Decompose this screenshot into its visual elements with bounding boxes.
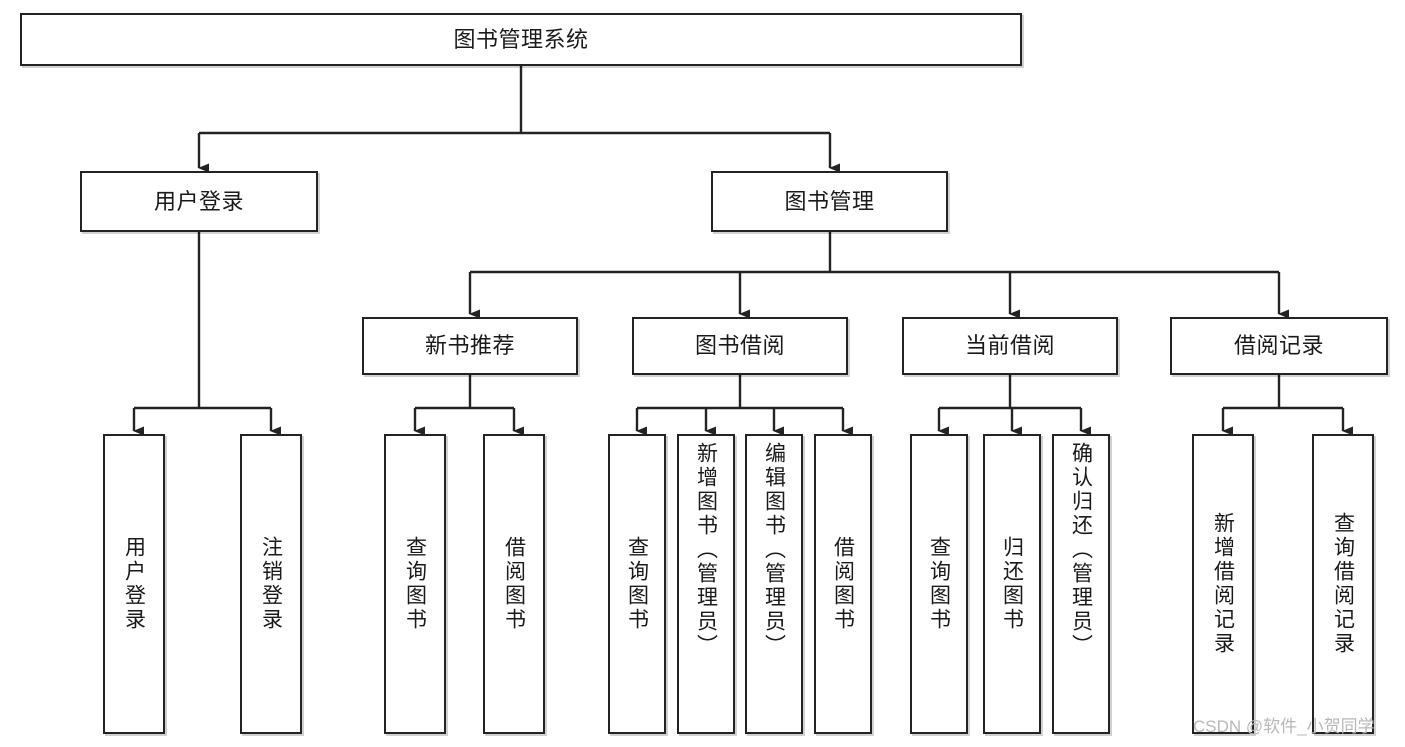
leaf-logout-login[interactable]: 注销登录 <box>240 434 302 734</box>
leaf-add-book-admin[interactable]: 新增图书（管理员） <box>677 434 735 734</box>
user-login[interactable]: 用户登录 <box>80 171 318 232</box>
book-manage[interactable]: 图书管理 <box>711 171 948 232</box>
current-borrow[interactable]: 当前借阅 <box>902 317 1118 375</box>
root[interactable]: 图书管理系统 <box>20 13 1022 66</box>
book-manage-label: 图书管理 <box>784 188 875 214</box>
current-borrow-label: 当前借阅 <box>964 333 1055 359</box>
leaf-borrow-book-rec[interactable]: 借阅图书 <box>483 434 545 734</box>
leaf-user-login[interactable]: 用户登录 <box>103 434 165 734</box>
leaf-edit-book-admin[interactable]: 编辑图书（管理员） <box>745 434 803 734</box>
leaf-query-book-borrow[interactable]: 查询图书 <box>608 434 666 734</box>
leaf-confirm-return-admin-label: 确认归还（管理员） <box>1069 442 1093 658</box>
leaf-return-book[interactable]: 归还图书 <box>983 434 1041 734</box>
borrow-record[interactable]: 借阅记录 <box>1170 317 1388 375</box>
leaf-edit-book-admin-label: 编辑图书（管理员） <box>762 442 786 658</box>
leaf-add-book-admin-label: 新增图书（管理员） <box>694 442 718 658</box>
leaf-borrow-book[interactable]: 借阅图书 <box>814 434 872 734</box>
leaf-query-borrow-record[interactable]: 查询借阅记录 <box>1312 434 1374 734</box>
leaf-user-login-label: 用户登录 <box>122 536 146 632</box>
leaf-query-book-rec[interactable]: 查询图书 <box>384 434 446 734</box>
leaf-query-book-rec-label: 查询图书 <box>403 536 427 632</box>
leaf-query-borrow-record-label: 查询借阅记录 <box>1331 512 1355 656</box>
user-login-label: 用户登录 <box>153 188 244 214</box>
new-book-recommend[interactable]: 新书推荐 <box>362 317 578 375</box>
leaf-query-book-current-label: 查询图书 <box>927 536 951 632</box>
connector-group <box>132 66 1353 436</box>
borrow-record-label: 借阅记录 <box>1233 333 1324 359</box>
book-borrow-label: 图书借阅 <box>694 333 785 359</box>
leaf-add-borrow-record-label: 新增借阅记录 <box>1211 512 1235 656</box>
leaf-confirm-return-admin[interactable]: 确认归还（管理员） <box>1052 434 1110 734</box>
leaf-query-book-borrow-label: 查询图书 <box>625 536 649 632</box>
leaf-borrow-book-rec-label: 借阅图书 <box>502 536 526 632</box>
leaf-add-borrow-record[interactable]: 新增借阅记录 <box>1192 434 1254 734</box>
leaf-return-book-label: 归还图书 <box>1000 536 1024 632</box>
new-book-recommend-label: 新书推荐 <box>424 333 515 359</box>
leaf-query-book-current[interactable]: 查询图书 <box>910 434 968 734</box>
root-label: 图书管理系统 <box>453 26 589 52</box>
book-borrow[interactable]: 图书借阅 <box>632 317 848 375</box>
leaf-borrow-book-label: 借阅图书 <box>831 536 855 632</box>
leaf-logout-login-label: 注销登录 <box>259 536 283 632</box>
